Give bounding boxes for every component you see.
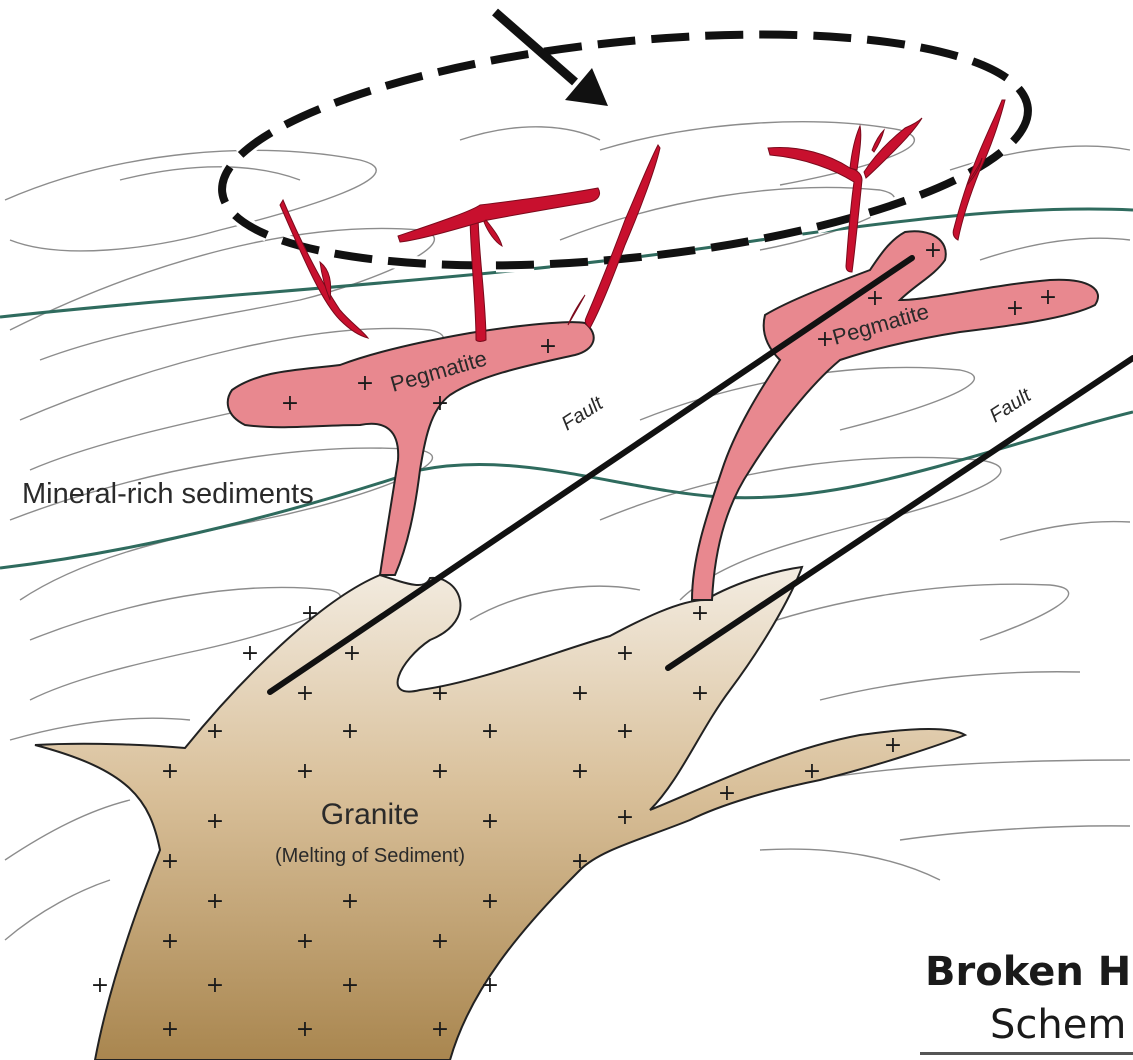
plus-mark: +	[91, 973, 109, 998]
plus-mark: +	[571, 759, 589, 784]
plus-mark: +	[161, 1017, 179, 1042]
plus-mark: +	[341, 889, 359, 914]
plus-mark: +	[161, 929, 179, 954]
pegmatite-left	[228, 322, 594, 575]
plus-mark: +	[431, 1017, 449, 1042]
plus-mark: +	[481, 809, 499, 834]
plus-mark: +	[866, 286, 884, 311]
plus-mark: +	[206, 719, 224, 744]
plus-mark: +	[206, 973, 224, 998]
plus-mark: +	[539, 334, 557, 359]
plus-mark: +	[431, 929, 449, 954]
plus-mark: +	[341, 973, 359, 998]
plus-mark: +	[1006, 296, 1024, 321]
plus-mark: +	[1039, 285, 1057, 310]
plus-mark: +	[161, 849, 179, 874]
granite-label: Granite	[321, 798, 419, 831]
fault-right-label: Fault	[986, 384, 1036, 427]
plus-mark: +	[616, 641, 634, 666]
plus-mark: +	[616, 805, 634, 830]
plus-mark: +	[803, 759, 821, 784]
fault-left-label: Fault	[558, 392, 608, 435]
plus-mark: +	[343, 641, 361, 666]
granite-note: (Melting of Sediment)	[275, 845, 465, 867]
plus-mark: +	[718, 781, 736, 806]
plus-mark: +	[571, 849, 589, 874]
plus-mark: +	[884, 733, 902, 758]
plus-mark: +	[296, 681, 314, 706]
plus-mark: +	[691, 681, 709, 706]
plus-mark: +	[206, 889, 224, 914]
subtitle-text: Schem	[990, 1002, 1126, 1048]
sediments-label: Mineral-rich sediments	[22, 478, 314, 510]
plus-mark: +	[356, 371, 374, 396]
plus-mark: +	[296, 1017, 314, 1042]
plus-mark: +	[924, 238, 942, 263]
plus-mark: +	[481, 719, 499, 744]
plus-mark: +	[206, 809, 224, 834]
plus-mark: +	[301, 601, 319, 626]
plus-mark: +	[616, 719, 634, 744]
plus-mark: +	[431, 391, 449, 416]
granite-body	[35, 567, 965, 1060]
plus-mark: +	[241, 641, 259, 666]
plus-mark: +	[691, 601, 709, 626]
plus-mark: +	[481, 889, 499, 914]
plus-mark: +	[296, 929, 314, 954]
plus-mark: +	[481, 973, 499, 998]
granite-texture: + + + + + + + + + + + + + + + + + + + + + + + + + + + + + + + + + + + + + +	[91, 601, 902, 1042]
plus-mark: +	[161, 759, 179, 784]
title-underline	[920, 1052, 1133, 1055]
plus-mark: +	[431, 759, 449, 784]
fault-right	[668, 358, 1133, 668]
plus-mark: +	[431, 681, 449, 706]
plus-mark: +	[281, 391, 299, 416]
plus-mark: +	[296, 759, 314, 784]
title-text: Broken H	[925, 949, 1131, 995]
plus-mark: +	[571, 681, 589, 706]
plus-mark: +	[341, 719, 359, 744]
